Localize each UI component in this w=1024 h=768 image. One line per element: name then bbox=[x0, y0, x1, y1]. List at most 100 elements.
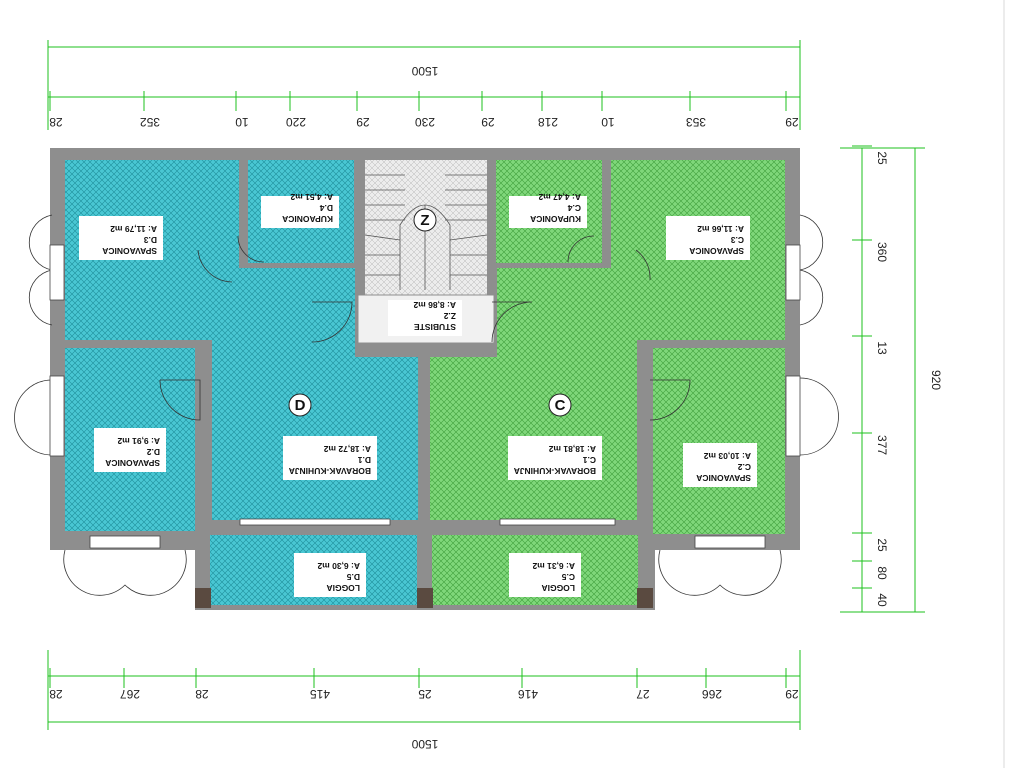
stair-z-badge bbox=[413, 208, 437, 232]
room-code: D.3 bbox=[144, 235, 158, 245]
dim-right-0: 25 bbox=[875, 151, 889, 165]
unit-c-letter: C bbox=[555, 397, 566, 414]
sliding-door bbox=[499, 518, 616, 526]
room-label-card bbox=[261, 196, 339, 228]
dim-top-7: 218 bbox=[538, 115, 558, 129]
room-area: A: 6,30 m2 bbox=[317, 561, 360, 571]
room-code: C.2 bbox=[738, 462, 752, 472]
column bbox=[637, 588, 653, 608]
dim-right-4: 25 bbox=[875, 538, 889, 552]
dim-bottom-1: 267 bbox=[120, 687, 140, 701]
dim-right-3: 377 bbox=[875, 435, 889, 455]
room-name: SPAVAONICA bbox=[689, 246, 744, 256]
dimension-lines bbox=[47, 40, 925, 730]
dim-right-5: 80 bbox=[875, 566, 889, 580]
sliding-door bbox=[239, 518, 391, 526]
dim-top-total: 1500 bbox=[411, 64, 438, 78]
dim-top-4: 29 bbox=[356, 115, 370, 129]
unit-d-badge bbox=[288, 393, 312, 417]
room-label-card bbox=[294, 553, 366, 597]
room-code: C.4 bbox=[568, 203, 582, 213]
unit-c-badge bbox=[548, 393, 572, 417]
room-area: A: 8,86 m2 bbox=[413, 300, 456, 310]
dim-top-5: 230 bbox=[415, 115, 435, 129]
room-name: SPAVAONICA bbox=[696, 473, 751, 483]
stair-steps bbox=[364, 174, 488, 290]
dim-top-9: 353 bbox=[686, 115, 706, 129]
room-label-card bbox=[283, 436, 377, 480]
room-label-card bbox=[509, 196, 587, 228]
dim-bottom-2: 28 bbox=[195, 687, 209, 701]
dim-right-1: 360 bbox=[875, 242, 889, 262]
stair-z-letter: Z bbox=[420, 212, 429, 229]
dim-bottom-4: 25 bbox=[418, 687, 432, 701]
dim-bottom-7: 266 bbox=[702, 687, 722, 701]
dim-top-2: 10 bbox=[235, 115, 249, 129]
room-code: D.2 bbox=[147, 447, 161, 457]
room-c2 bbox=[653, 348, 785, 534]
room-label-card bbox=[388, 300, 462, 336]
door-swings bbox=[159, 235, 691, 421]
dim-bottom-total: 1500 bbox=[411, 737, 438, 751]
dim-bottom-3: 415 bbox=[310, 687, 330, 701]
dim-right-2: 13 bbox=[875, 341, 889, 355]
dim-top-1: 352 bbox=[140, 115, 160, 129]
room-name: BORAVAK-KUHINJA bbox=[514, 466, 596, 476]
dim-bottom-8: 29 bbox=[785, 687, 799, 701]
room-name: STUBISTE bbox=[414, 322, 456, 332]
room-code: Z.2 bbox=[443, 311, 456, 321]
dim-top-6: 29 bbox=[481, 115, 495, 129]
dim-top-0: 28 bbox=[49, 115, 63, 129]
room-code: D.4 bbox=[320, 203, 334, 213]
room-area: A: 4,47 m2 bbox=[538, 192, 581, 202]
room-area: A: 6,31 m2 bbox=[532, 561, 575, 571]
dim-right-6: 40 bbox=[875, 593, 889, 607]
dim-bottom-5: 416 bbox=[518, 687, 538, 701]
window-frames bbox=[49, 244, 801, 549]
room-code: C.1 bbox=[583, 455, 597, 465]
dim-top-10: 29 bbox=[785, 115, 799, 129]
column bbox=[417, 588, 433, 608]
room-area: A: 4,51 m2 bbox=[290, 192, 333, 202]
room-name: BORAVAK-KUHINJA bbox=[289, 466, 371, 476]
dim-top-8: 10 bbox=[601, 115, 615, 129]
room-area: A: 9,91 m2 bbox=[117, 436, 160, 446]
room-label-card bbox=[666, 216, 750, 260]
room-code: C.3 bbox=[731, 235, 745, 245]
room-name: SPAVAONICA bbox=[105, 458, 160, 468]
room-area: A: 10,03 m2 bbox=[703, 451, 751, 461]
dim-bottom-6: 27 bbox=[636, 687, 650, 701]
dim-right-total: 920 bbox=[929, 370, 943, 390]
dim-bottom-0: 28 bbox=[49, 687, 63, 701]
window-swings bbox=[14, 214, 839, 596]
room-label-card bbox=[509, 553, 581, 597]
room-name: LOGGIA bbox=[541, 583, 575, 593]
room-name: KUPAONICA bbox=[282, 214, 333, 224]
room-name: KUPAONICA bbox=[530, 214, 581, 224]
room-area: A: 11,79 m2 bbox=[110, 224, 157, 234]
room-area: A: 11,66 m2 bbox=[697, 224, 744, 234]
room-area: A: 18,81 m2 bbox=[548, 444, 596, 454]
column bbox=[195, 588, 211, 608]
room-code: D.1 bbox=[358, 455, 372, 465]
room-label-card bbox=[94, 428, 166, 472]
room-label-card bbox=[79, 216, 163, 260]
room-name: LOGGIA bbox=[326, 583, 360, 593]
room-code: C.5 bbox=[562, 572, 576, 582]
room-name: SPAVAONICA bbox=[102, 246, 157, 256]
room-area: A: 18,72 m2 bbox=[323, 444, 371, 454]
unit-d-letter: D bbox=[295, 397, 306, 414]
room-label-card bbox=[508, 436, 602, 480]
dim-top-3: 220 bbox=[286, 115, 306, 129]
